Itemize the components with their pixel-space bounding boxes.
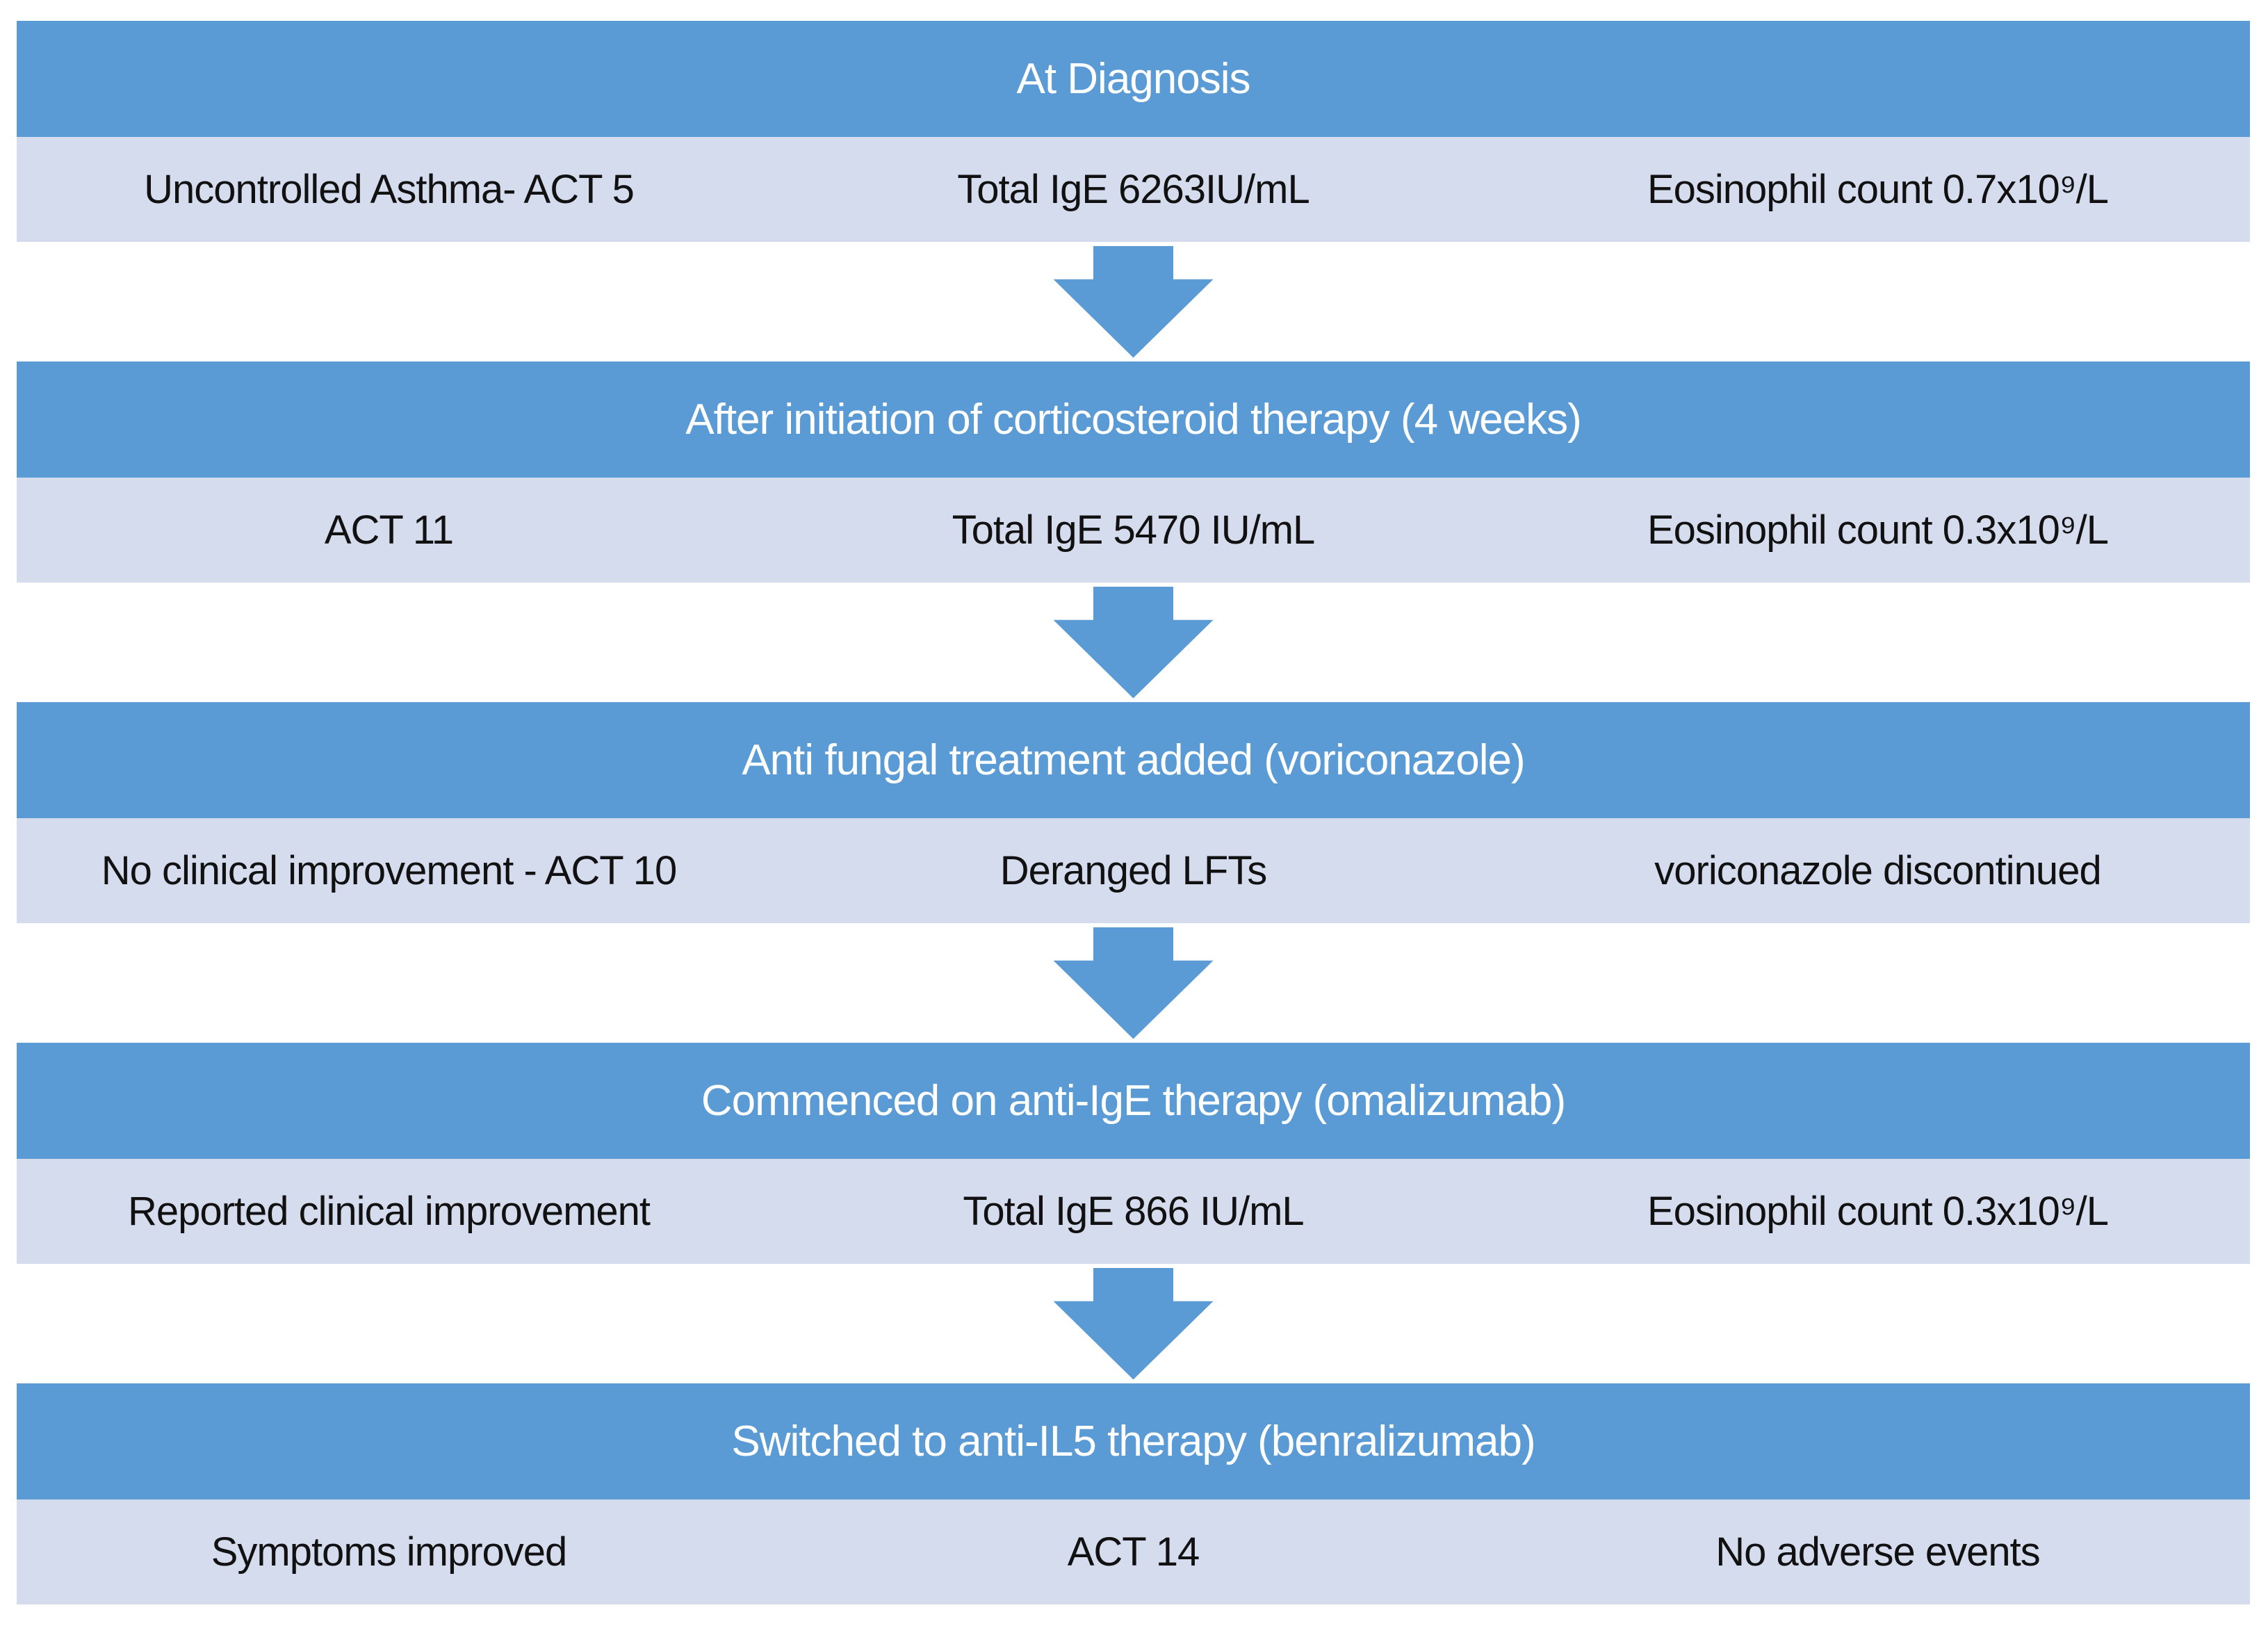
down-arrow-icon xyxy=(1053,1267,1214,1380)
down-arrow-icon xyxy=(1053,586,1214,699)
step-title: At Diagnosis xyxy=(1016,55,1250,103)
step-cell-right: Eosinophil count 0.7x10⁹/L xyxy=(1647,167,2109,212)
step-cell-left: Uncontrolled Asthma- ACT 5 xyxy=(144,167,635,212)
step-cell-middle: Deranged LFTs xyxy=(1000,848,1268,893)
step-header: Anti fungal treatment added (voriconazol… xyxy=(17,702,2250,818)
flow-step-antifungal: Anti fungal treatment added (voriconazol… xyxy=(17,702,2250,923)
down-arrow-icon xyxy=(1053,245,1214,358)
step-header: Switched to anti-IL5 therapy (benralizum… xyxy=(17,1383,2250,1499)
step-cell-left: Reported clinical improvement xyxy=(127,1189,651,1234)
down-arrow-icon xyxy=(1053,927,1214,1039)
flow-step-at-diagnosis: At Diagnosis Uncontrolled Asthma- ACT 5 … xyxy=(17,21,2250,242)
step-details-row: ACT 11 Total IgE 5470 IU/mL Eosinophil c… xyxy=(17,478,2250,583)
flow-connector xyxy=(17,583,2250,702)
step-cell-left: Symptoms improved xyxy=(211,1529,568,1575)
step-cell-left: No clinical improvement - ACT 10 xyxy=(101,848,678,893)
step-title: Switched to anti-IL5 therapy (benralizum… xyxy=(731,1417,1535,1465)
step-title: After initiation of corticosteroid thera… xyxy=(685,396,1581,444)
step-details-row: Symptoms improved ACT 14 No adverse even… xyxy=(17,1499,2250,1604)
step-cell-right: No adverse events xyxy=(1715,1529,2041,1575)
flow-connector xyxy=(17,242,2250,361)
step-header: At Diagnosis xyxy=(17,21,2250,137)
flow-step-anti-il5: Switched to anti-IL5 therapy (benralizum… xyxy=(17,1383,2250,1604)
step-cell-right: Eosinophil count 0.3x10⁹/L xyxy=(1647,1189,2109,1234)
step-cell-right: voriconazole discontinued xyxy=(1654,848,2101,893)
step-cell-left: ACT 11 xyxy=(324,507,454,553)
step-header: After initiation of corticosteroid thera… xyxy=(17,361,2250,478)
step-cell-middle: Total IgE 5470 IU/mL xyxy=(952,507,1316,553)
step-cell-right: Eosinophil count 0.3x10⁹/L xyxy=(1647,507,2109,553)
step-details-row: Uncontrolled Asthma- ACT 5 Total IgE 626… xyxy=(17,137,2250,242)
flow-connector xyxy=(17,1264,2250,1383)
flow-step-anti-ige: Commenced on anti-IgE therapy (omalizuma… xyxy=(17,1043,2250,1264)
flow-connector xyxy=(17,923,2250,1043)
step-cell-middle: Total IgE 866 IU/mL xyxy=(963,1189,1304,1234)
step-cell-middle: Total IgE 6263IU/mL xyxy=(957,167,1310,212)
step-cell-middle: ACT 14 xyxy=(1067,1529,1200,1575)
step-header: Commenced on anti-IgE therapy (omalizuma… xyxy=(17,1043,2250,1159)
step-title: Commenced on anti-IgE therapy (omalizuma… xyxy=(701,1077,1566,1125)
step-title: Anti fungal treatment added (voriconazol… xyxy=(742,736,1525,784)
step-details-row: Reported clinical improvement Total IgE … xyxy=(17,1159,2250,1264)
flow-step-corticosteroid: After initiation of corticosteroid thera… xyxy=(17,361,2250,583)
step-details-row: No clinical improvement - ACT 10 Derange… xyxy=(17,818,2250,923)
